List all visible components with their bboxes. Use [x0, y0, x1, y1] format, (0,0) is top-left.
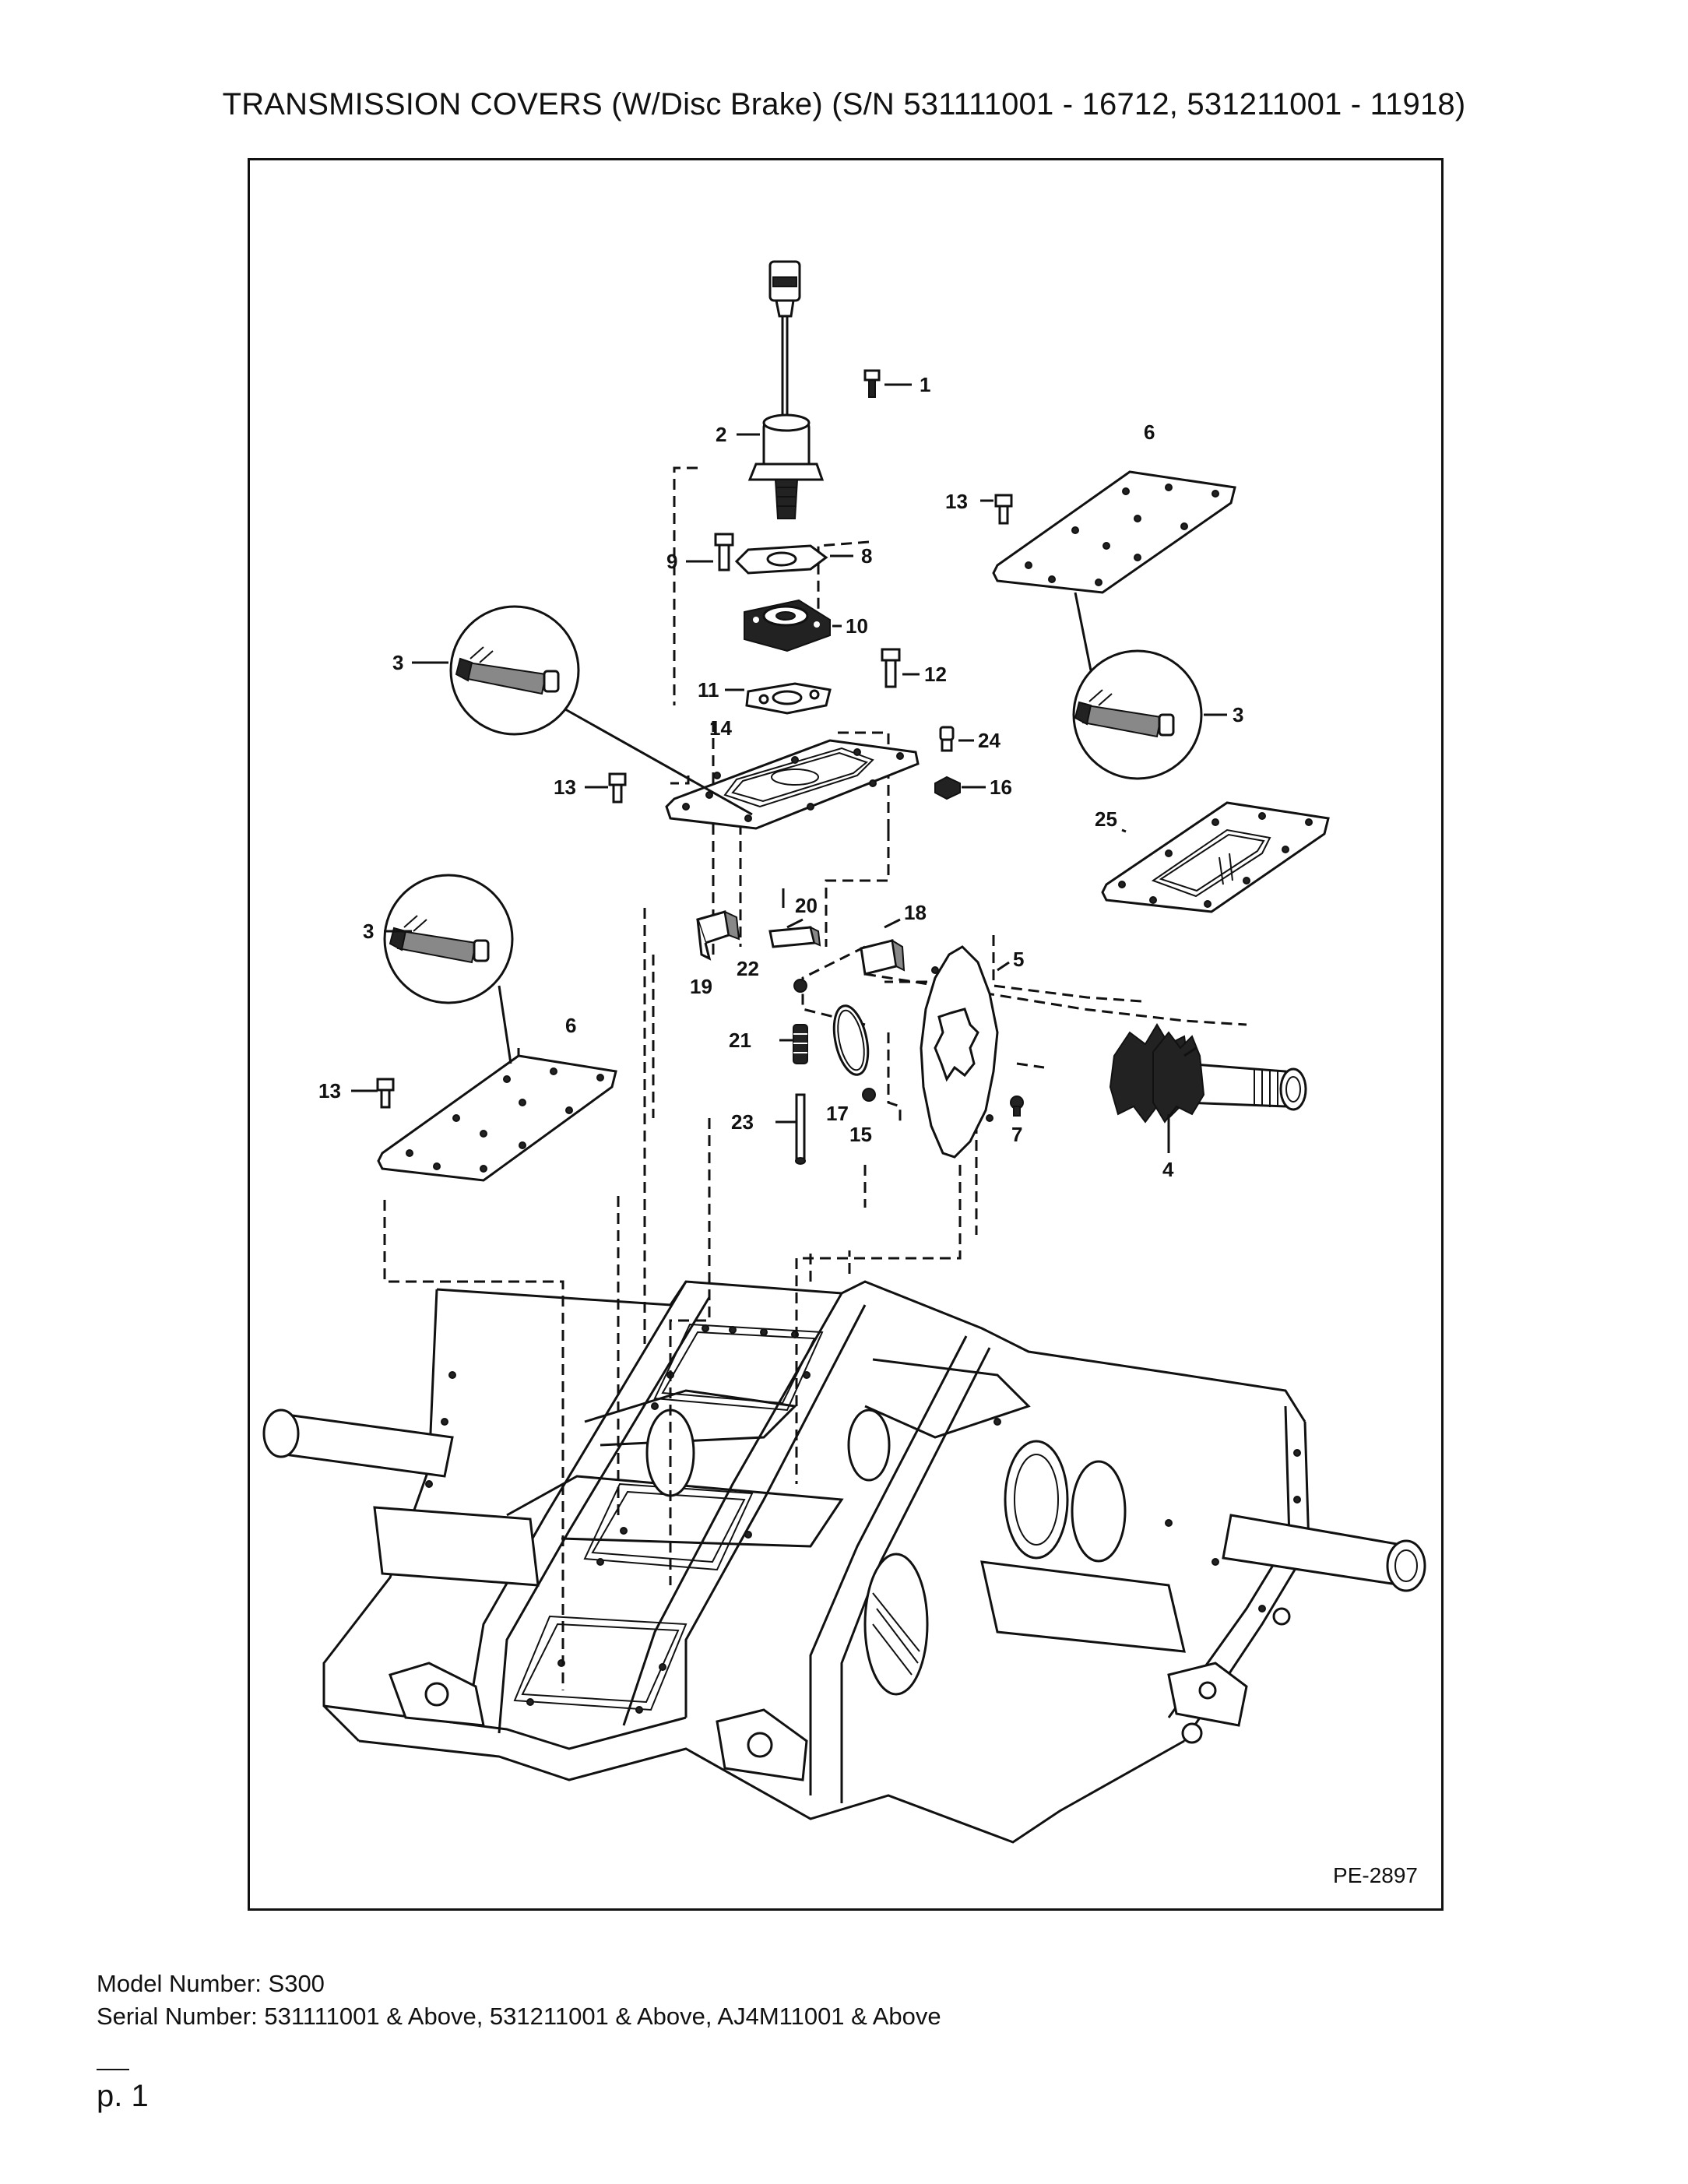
part-10-brake-manifold [744, 599, 831, 652]
part-23-pin [795, 1093, 806, 1165]
callout-25: 25 [1095, 807, 1117, 831]
part-12-bolt [881, 648, 901, 688]
part-7-screw [1010, 1096, 1024, 1117]
part-16-nut [934, 775, 961, 800]
transmission-covers-illustration: 1 2 6 13 9 8 10 3 11 12 14 24 13 16 3 25… [262, 260, 1426, 1844]
callout-1: 1 [920, 373, 930, 396]
callout-3-upper-left: 3 [392, 651, 403, 674]
callout-19: 19 [690, 975, 712, 998]
callout-5: 5 [1013, 948, 1024, 971]
part-20-brake-pad [768, 926, 821, 948]
page-number-rule [97, 2069, 129, 2070]
part-18-brake-pad [860, 939, 906, 976]
callout-17: 17 [826, 1102, 849, 1125]
callout-6-lower: 6 [565, 1014, 576, 1037]
part-17-o-ring [832, 1004, 870, 1076]
callout-13-lower: 13 [318, 1079, 341, 1103]
callout-12: 12 [924, 663, 947, 686]
figure-code: PE-2897 [1333, 1863, 1418, 1887]
part-3-sealant-lower-left [383, 874, 514, 1004]
part-6-cover-lower [377, 1054, 617, 1182]
callout-11: 11 [698, 678, 719, 702]
callout-24: 24 [978, 729, 1000, 752]
page-number: p. 1 [97, 2079, 149, 2113]
callout-leaders [351, 383, 1227, 1153]
callout-22: 22 [737, 957, 759, 980]
part-8-gasket [734, 544, 828, 575]
callout-10: 10 [846, 614, 868, 638]
part-22-ball [793, 979, 807, 993]
part-11-gasket [745, 682, 832, 715]
callout-13-upper: 13 [945, 490, 968, 513]
callout-3-lower-left: 3 [363, 920, 374, 943]
callout-21: 21 [729, 1029, 751, 1052]
part-3-sealant-upper-left [449, 605, 580, 736]
callout-15: 15 [849, 1123, 872, 1146]
exploded-parts-diagram: 1 2 6 13 9 8 10 3 11 12 14 24 13 16 3 25… [248, 158, 1444, 1911]
sealant-leader-lines [498, 592, 1092, 1064]
part-6-cover-upper [992, 470, 1236, 594]
callout-4: 4 [1162, 1158, 1174, 1181]
part-1-screw [863, 369, 881, 398]
part-2-brake-solenoid [747, 260, 825, 519]
callout-7: 7 [1011, 1123, 1022, 1146]
model-number: Model Number: S300 [97, 1970, 325, 1997]
part-21-spring [793, 1024, 808, 1064]
callout-8: 8 [861, 544, 872, 568]
serial-number: Serial Number: 531111001 & Above, 531211… [97, 2003, 941, 2030]
part-14-transmission-cover [665, 739, 920, 830]
callout-14: 14 [709, 716, 732, 740]
callout-13-middle: 13 [554, 775, 576, 799]
callout-numbers: 1 2 6 13 9 8 10 3 11 12 14 24 13 16 3 25… [318, 373, 1243, 1181]
callout-16: 16 [990, 775, 1012, 799]
callout-2: 2 [716, 423, 726, 446]
callout-9: 9 [666, 550, 677, 573]
part-25-access-cover [1101, 801, 1330, 913]
part-9-bolt [714, 533, 734, 571]
callout-18: 18 [904, 901, 927, 924]
part-13-bolts [376, 494, 1013, 1109]
callout-23: 23 [731, 1110, 754, 1134]
callout-20: 20 [795, 894, 818, 917]
part-15-screw [862, 1088, 876, 1102]
callout-3-right: 3 [1233, 703, 1243, 726]
part-3-sealant-right [1072, 649, 1203, 780]
part-24-bleeder-fitting [939, 726, 955, 752]
part-19-brake-pad [696, 910, 740, 961]
page-title: TRANSMISSION COVERS (W/Disc Brake) (S/N … [222, 87, 1466, 121]
part-4-sprocket-shaft [1109, 1023, 1307, 1124]
part-5-brake-disc [920, 945, 999, 1159]
callout-6-upper: 6 [1144, 420, 1155, 444]
chassis-frame [262, 1280, 1426, 1844]
